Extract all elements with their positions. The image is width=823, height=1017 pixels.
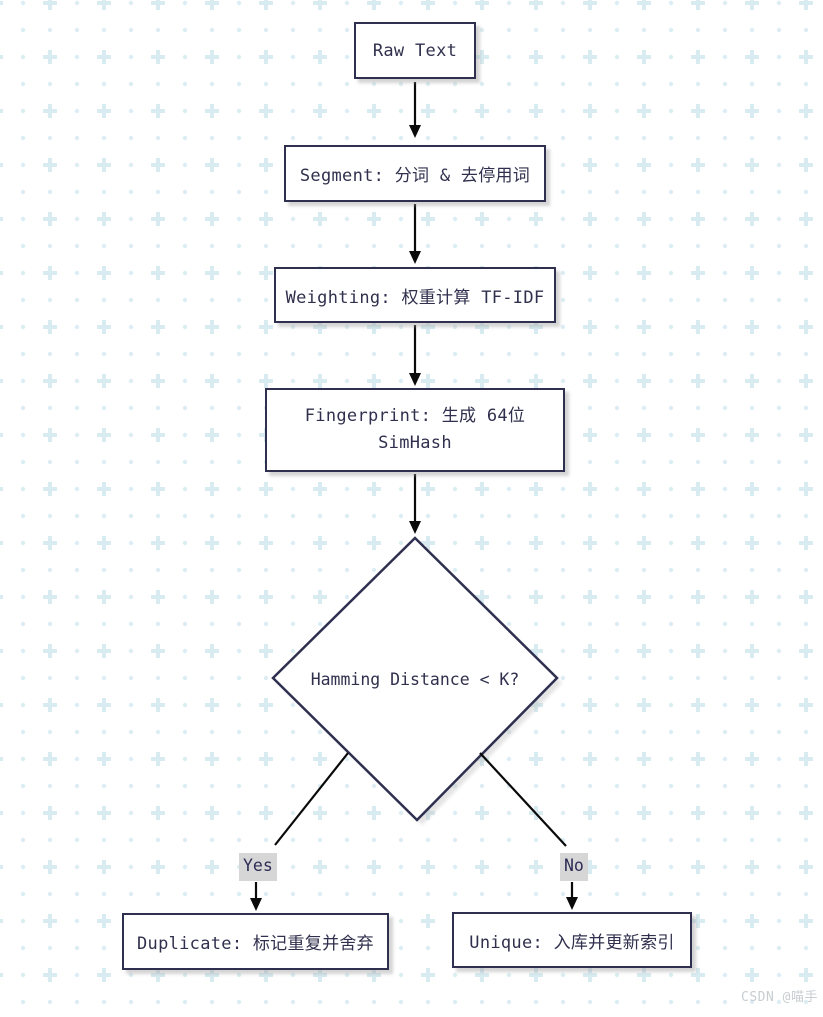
node-decision-label: Hamming Distance < K? — [310, 669, 520, 689]
node-weighting: Weighting: 权重计算 TF-IDF — [274, 267, 556, 323]
node-fingerprint-label: Fingerprint: 生成 64位 SimHash — [304, 405, 526, 453]
node-raw-text-label: Raw Text — [372, 40, 458, 61]
node-decision-label-wrap: Hamming Distance < K? — [293, 664, 537, 694]
edge-label-no-text: No — [564, 856, 584, 875]
edge-label-no: No — [560, 853, 588, 881]
csdn-watermark: CSDN @喵手 — [741, 990, 818, 1005]
decision-diamond — [271, 536, 559, 822]
node-raw-text: Raw Text — [354, 22, 476, 79]
node-duplicate-label: Duplicate: 标记重复并舍弃 — [137, 934, 374, 954]
node-duplicate: Duplicate: 标记重复并舍弃 — [122, 913, 389, 970]
node-segment: Segment: 分词 & 去停用词 — [284, 145, 546, 202]
edge-decision-no-diagonal — [479, 752, 567, 847]
edge-label-yes-text: Yes — [243, 856, 273, 875]
node-fingerprint: Fingerprint: 生成 64位 SimHash — [265, 388, 565, 472]
edge-label-yes: Yes — [239, 853, 277, 881]
node-unique: Unique: 入库并更新索引 — [452, 912, 692, 968]
node-weighting-label: Weighting: 权重计算 TF-IDF — [285, 287, 545, 308]
edge-decision-yes-diagonal — [274, 752, 349, 846]
node-segment-label: Segment: 分词 & 去停用词 — [299, 166, 531, 186]
node-unique-label: Unique: 入库并更新索引 — [469, 932, 675, 953]
